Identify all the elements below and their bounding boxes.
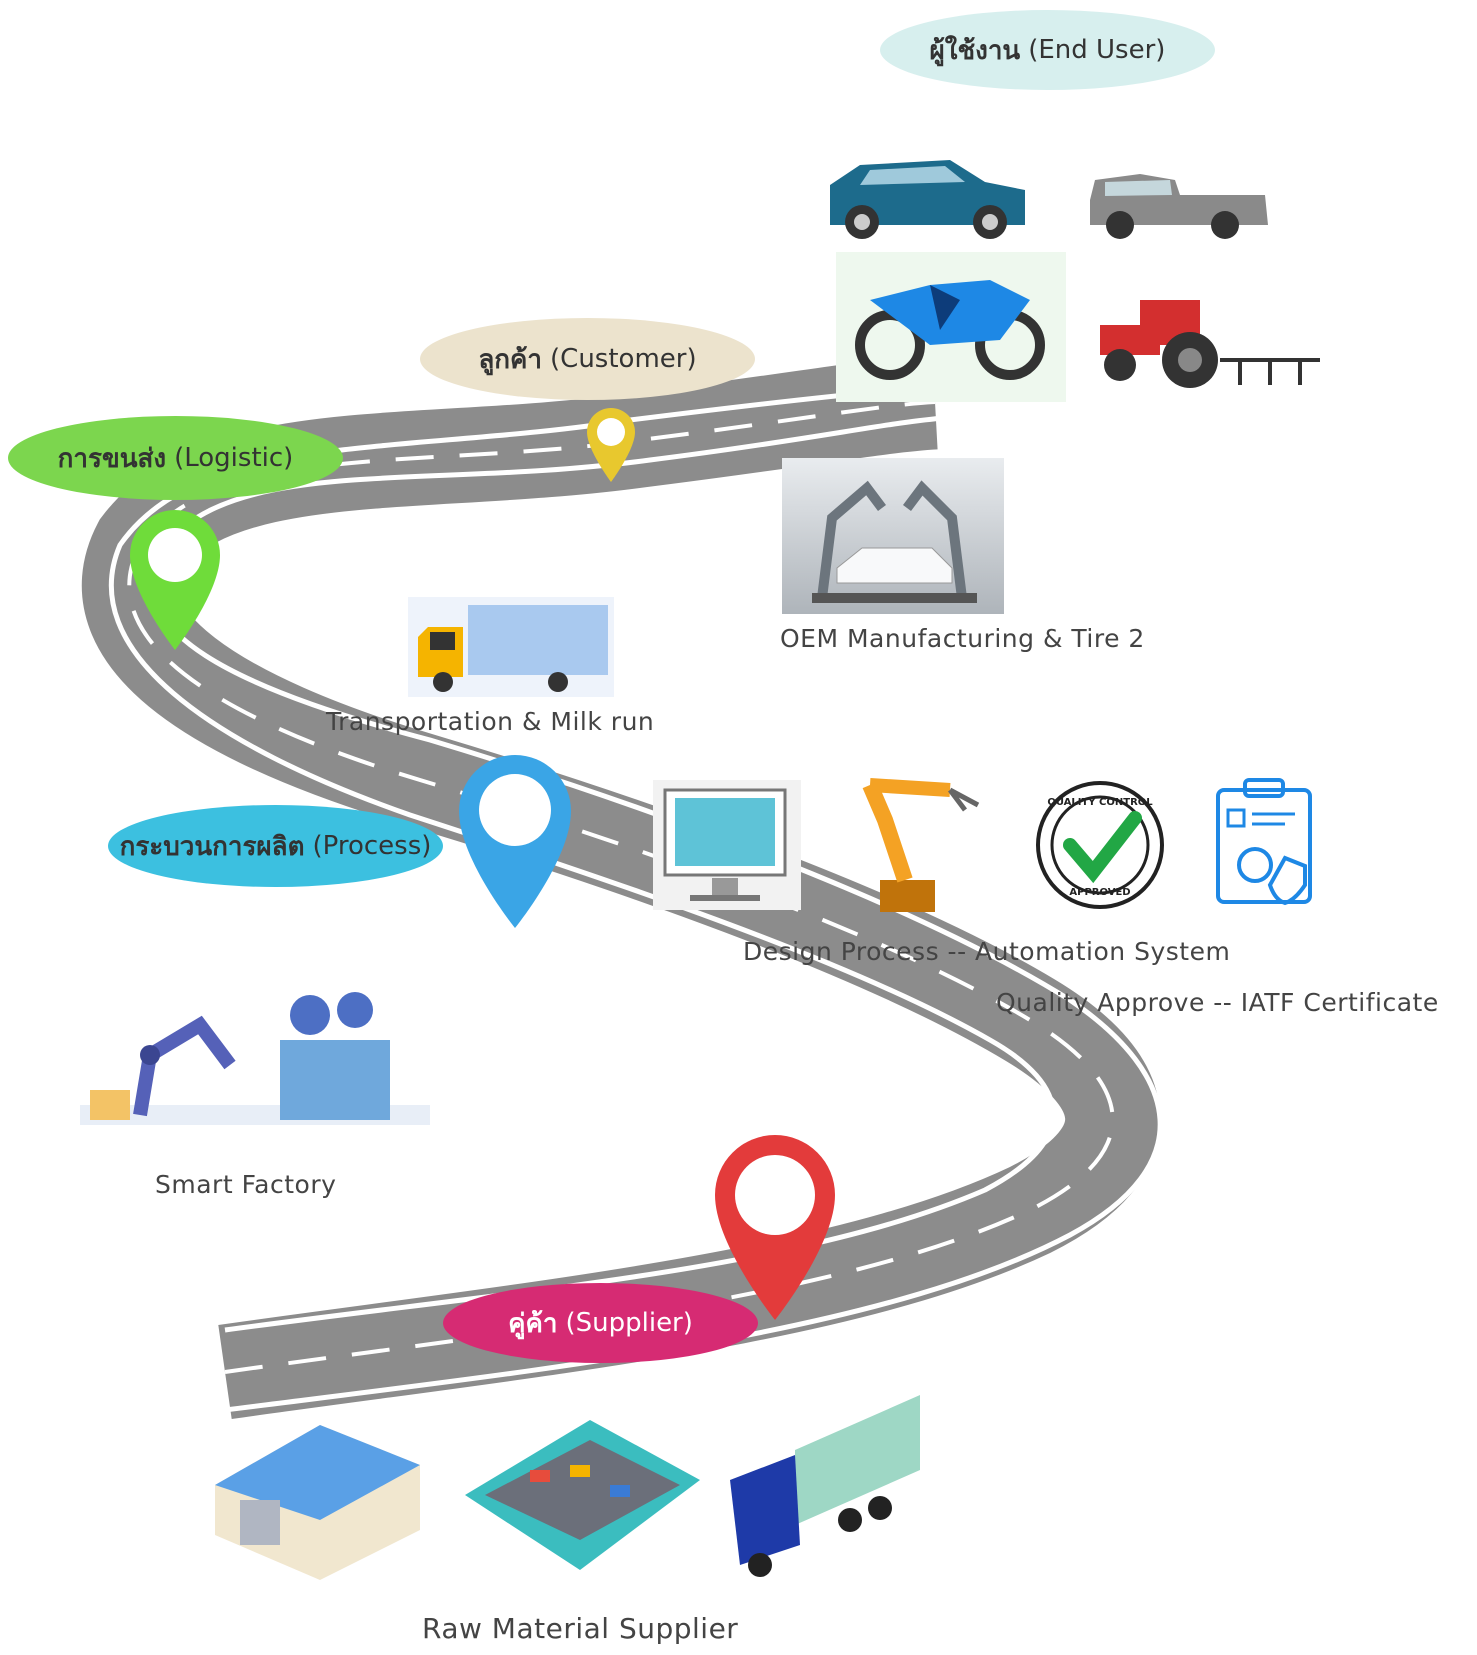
motorcycle-icon (836, 252, 1066, 402)
process-pin-icon (459, 755, 571, 928)
end-user-en: (End User) (1028, 35, 1166, 65)
end-user-pill: ผู้ใช้งาน (End User) (880, 10, 1215, 90)
customer-pin-icon (587, 408, 635, 482)
design-caption: Design Process -- Automation System (743, 937, 1231, 966)
process-thai: กระบวนการผลิต (119, 831, 305, 862)
customer-thai: ลูกค้า (478, 344, 543, 375)
smart-factory-caption: Smart Factory (155, 1170, 337, 1199)
oem-caption: OEM Manufacturing & Tire 2 (780, 624, 1145, 653)
badge-top-text: QUALITY CONTROL (1047, 797, 1153, 808)
customer-pill: ลูกค้า (Customer) (420, 318, 755, 400)
robot-arm-icon (862, 778, 980, 912)
logistic-pin-icon (130, 510, 220, 650)
port-terminal-icon (465, 1420, 700, 1570)
transport-truck-image (408, 597, 614, 697)
raw-material-caption: Raw Material Supplier (422, 1612, 739, 1645)
pickup-truck-icon (1090, 174, 1268, 239)
computer-monitor-icon (653, 780, 801, 910)
cargo-truck-icon (730, 1395, 920, 1577)
supplier-pill: คู่ค้า (Supplier) (443, 1283, 758, 1363)
warehouse-icon (215, 1425, 420, 1580)
badge-bottom-text: APPROVED (1069, 887, 1130, 898)
transport-caption: Transportation & Milk run (326, 707, 655, 736)
process-en: (Process) (312, 831, 432, 861)
supplier-pin-icon (715, 1135, 835, 1320)
suv-icon (830, 160, 1025, 239)
quality-caption: Quality Approve -- IATF Certificate (996, 988, 1439, 1017)
logistic-en: (Logistic) (174, 443, 294, 473)
oem-robot-image (782, 458, 1004, 614)
logistic-thai: การขนส่ง (57, 443, 167, 474)
supplier-en: (Supplier) (565, 1308, 693, 1338)
tractor-icon (1100, 300, 1320, 388)
logistic-pill: การขนส่ง (Logistic) (8, 416, 343, 500)
smart-factory-image (80, 985, 430, 1140)
end-user-thai: ผู้ใช้งาน (929, 35, 1021, 66)
quality-approved-badge-icon (1036, 781, 1164, 909)
certificate-gear-icon (1216, 778, 1312, 906)
process-pill: กระบวนการผลิต (Process) (108, 805, 443, 887)
customer-en: (Customer) (550, 344, 697, 374)
supplier-thai: คู่ค้า (508, 1308, 558, 1339)
